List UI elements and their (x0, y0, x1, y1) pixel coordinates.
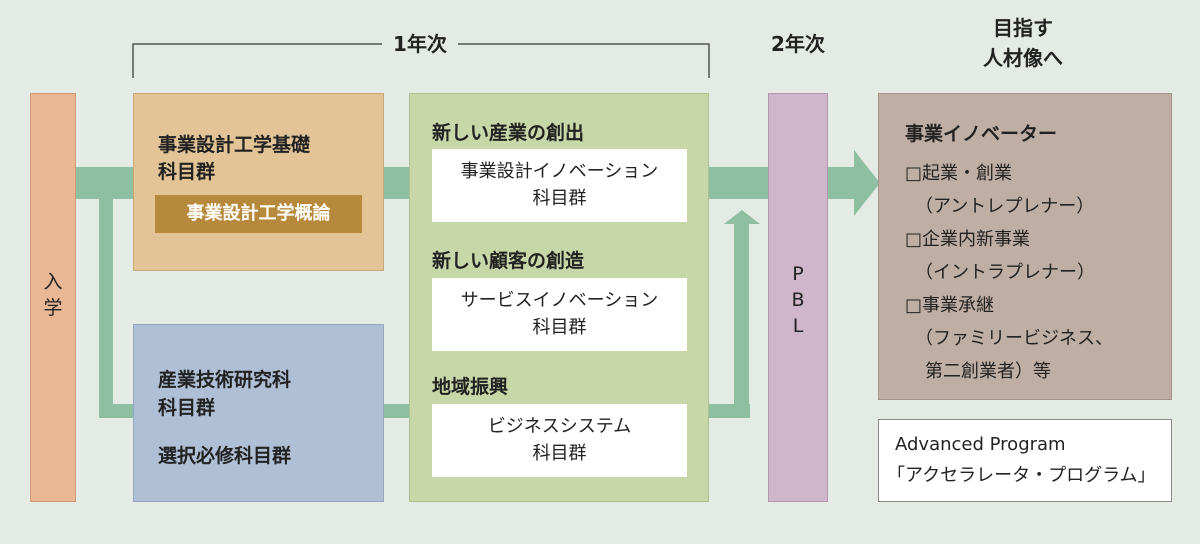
goal-item-4: （イントラプレナー） (915, 262, 1095, 283)
pbl-char-l: L (792, 315, 804, 337)
program-heading-2: 新しい顧客の創造 (432, 250, 585, 272)
entrance-char-2: 学 (43, 297, 63, 319)
goal-item-2: （アントレプレナー） (915, 196, 1095, 217)
program-heading-3: 地域振興 (432, 376, 509, 398)
pbl-box: P B L (768, 93, 828, 502)
advanced-line1: Advanced Program (895, 434, 1066, 455)
basic-courses-box: 事業設計工学基礎 科目群 事業設計工学概論 (133, 93, 384, 271)
advanced-line2: 「アクセラレータ・プログラム」 (887, 465, 1156, 486)
program-1-line1: 事業設計イノベーション (460, 161, 659, 182)
pbl-char-p: P (792, 263, 804, 285)
entrance-box: 入 学 (30, 93, 76, 502)
return-up-vertical (734, 224, 749, 418)
program-box-3: ビジネスシステム 科目群 (432, 404, 687, 477)
program-3-line2: 科目群 (532, 443, 587, 464)
year2-header: 2年次 (771, 32, 825, 56)
tech-to-programs-bar (384, 404, 414, 418)
program-2-line1: サービスイノベーション (460, 290, 659, 311)
program-heading-1: 新しい産業の創出 (432, 122, 585, 144)
tech-title-line2: 科目群 (158, 397, 216, 419)
year1-bracket (132, 43, 710, 78)
return-up-arrowhead (724, 210, 760, 224)
program-1-line2: 科目群 (532, 188, 587, 209)
tech-courses-box: 産業技術研究科 科目群 選択必修科目群 (133, 324, 384, 502)
entrance-loop-bottom (99, 404, 139, 418)
goal-item-1: □起業・創業 (905, 163, 1013, 184)
entrance-char-1: 入 (43, 271, 63, 293)
goal-item-7: 第二創業者）等 (925, 361, 1051, 382)
basic-sub-course: 事業設計工学概論 (155, 195, 362, 233)
programs-box: 新しい産業の創出 事業設計イノベーション 科目群 新しい顧客の創造 サービスイノ… (409, 93, 709, 502)
goal-box: 事業イノベーター □起業・創業 （アントレプレナー） □企業内新事業 （イントラ… (878, 93, 1172, 400)
advanced-program-box: Advanced Program 「アクセラレータ・プログラム」 (878, 419, 1172, 502)
entrance-loop-vertical (99, 199, 113, 417)
goal-header-line1: 目指す (993, 16, 1053, 40)
basic-title-line2: 科目群 (158, 161, 216, 183)
pbl-char-b: B (791, 289, 805, 311)
program-3-line1: ビジネスシステム (487, 416, 632, 437)
tech-elective: 選択必修科目群 (158, 445, 292, 467)
goal-item-5: □事業承継 (905, 295, 995, 316)
goal-title: 事業イノベーター (905, 123, 1058, 145)
main-flow-arrowhead (854, 150, 880, 216)
goal-item-3: □企業内新事業 (905, 229, 1031, 250)
tech-title-line1: 産業技術研究科 (158, 369, 292, 391)
year1-header: 1年次 (393, 32, 447, 56)
program-2-line2: 科目群 (532, 317, 587, 338)
program-box-1: 事業設計イノベーション 科目群 (432, 149, 687, 222)
goal-item-6: （ファミリービジネス、 (915, 328, 1113, 349)
goal-header-line2: 人材像へ (983, 46, 1063, 70)
basic-title-line1: 事業設計工学基礎 (158, 134, 311, 156)
program-box-2: サービスイノベーション 科目群 (432, 278, 687, 351)
